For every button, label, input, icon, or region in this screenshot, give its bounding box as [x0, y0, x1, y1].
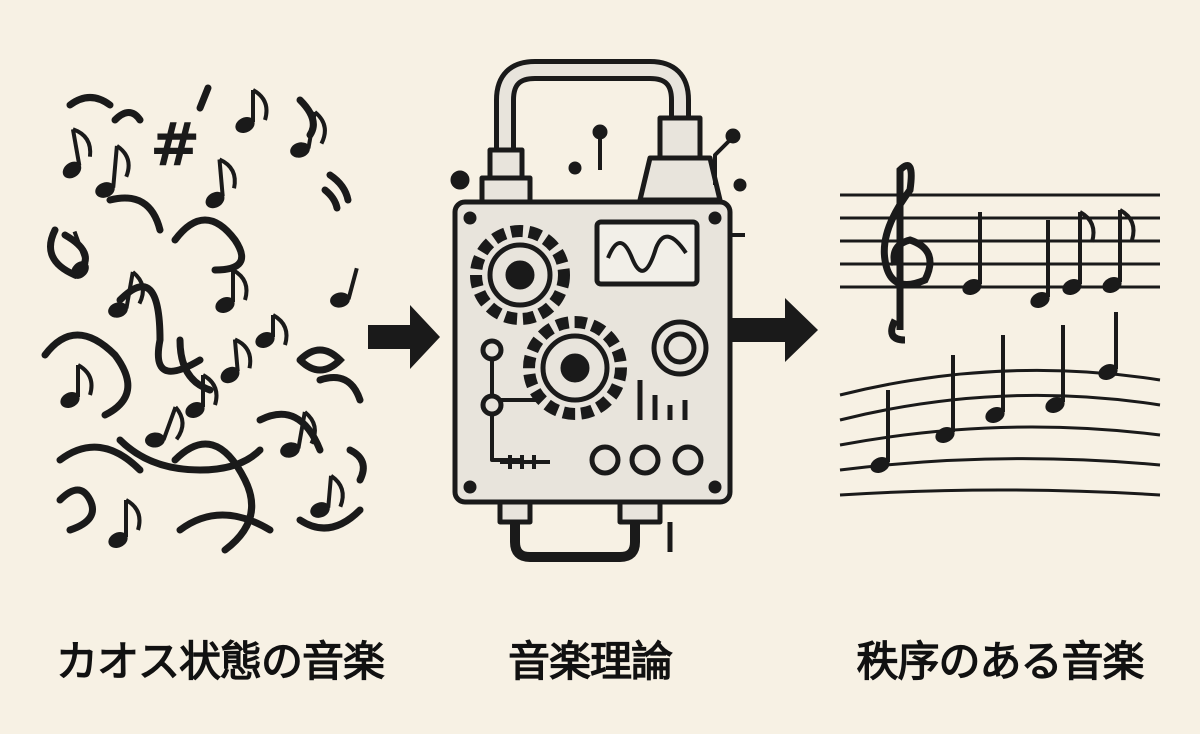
music-note [280, 410, 317, 458]
music-note [220, 337, 253, 384]
music-note [1102, 208, 1136, 294]
music-notes-icon [60, 88, 359, 549]
music-note [935, 355, 955, 444]
music-note [962, 212, 982, 296]
arrow-right-icon [730, 298, 818, 362]
stage-label-chaos: カオス状態の音楽 [55, 637, 385, 686]
music-note [330, 267, 359, 308]
music-note [310, 474, 345, 518]
theory-machine-icon [450, 59, 747, 562]
music-note [255, 313, 289, 349]
music-note [60, 363, 94, 409]
music-note [235, 88, 269, 134]
arrow-right-icon [368, 305, 440, 369]
svg-text:#: # [150, 110, 200, 180]
music-note [62, 127, 93, 179]
stage-label-order: 秩序のある音楽 [856, 637, 1144, 686]
music-note [1098, 312, 1118, 381]
music-note [108, 498, 142, 549]
music-note [985, 335, 1005, 424]
stage-label-theory: 音楽理論 [507, 637, 673, 686]
music-note [95, 144, 131, 198]
music-notes-icon [870, 208, 1136, 474]
music-note [215, 268, 249, 314]
music-note [71, 230, 89, 279]
music-note [185, 373, 219, 419]
music-note [1045, 325, 1065, 414]
music-note [1062, 210, 1096, 296]
music-note [145, 405, 185, 448]
music-note [1030, 220, 1050, 309]
music-note [205, 157, 237, 209]
music-note [870, 390, 890, 474]
ordered-staff-icon [839, 162, 1161, 497]
chaotic-notes-icon: # [41, 84, 367, 554]
music-note [108, 270, 145, 318]
music-note [290, 110, 327, 158]
